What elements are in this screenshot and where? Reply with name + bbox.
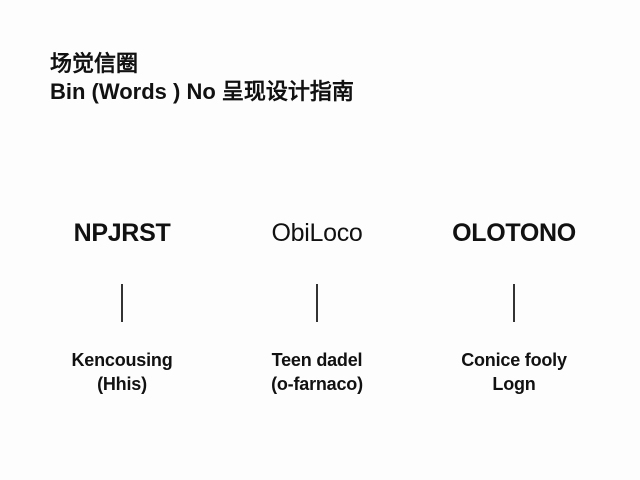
logo-column-1: NPJRST Kencousing (Hhis) bbox=[22, 210, 222, 396]
page-title-line-2: Bin (Words ) No 呈现设计指南 bbox=[50, 79, 354, 104]
logo-description-3: Conice fooly Logn bbox=[414, 348, 614, 396]
logo-description-3-line-2: Logn bbox=[492, 374, 536, 394]
logo-description-3-line-1: Conice fooly bbox=[461, 350, 567, 370]
logo-column-2: ObiLoco Teen dadel (o-farnaco) bbox=[217, 210, 417, 396]
connector-line-2 bbox=[316, 284, 318, 322]
logo-description-2-line-2: (o-farnaco) bbox=[271, 374, 363, 394]
connector-line-3 bbox=[513, 284, 515, 322]
logo-description-2: Teen dadel (o-farnaco) bbox=[217, 348, 417, 396]
page-title-line-1: 场觉信圈 bbox=[50, 51, 139, 76]
logo-description-2-line-1: Teen dadel bbox=[271, 350, 363, 370]
logo-description-1-line-2: (Hhis) bbox=[97, 374, 147, 394]
logo-description-1-line-1: Kencousing bbox=[71, 350, 173, 370]
logo-description-1: Kencousing (Hhis) bbox=[22, 348, 222, 396]
logo-wordmark-2: ObiLoco bbox=[271, 219, 363, 247]
logo-wordmark-1: NPJRST bbox=[73, 219, 171, 247]
logo-columns: NPJRST Kencousing (Hhis) ObiLoco Teen da… bbox=[0, 210, 640, 410]
logo-wordmark-3: OLOTONO bbox=[452, 219, 576, 247]
page-header: 场觉信圈 Bin (Words ) No 呈现设计指南 bbox=[50, 50, 354, 106]
logo-column-3: OLOTONO Conice fooly Logn bbox=[414, 210, 614, 396]
connector-line-1 bbox=[121, 284, 123, 322]
